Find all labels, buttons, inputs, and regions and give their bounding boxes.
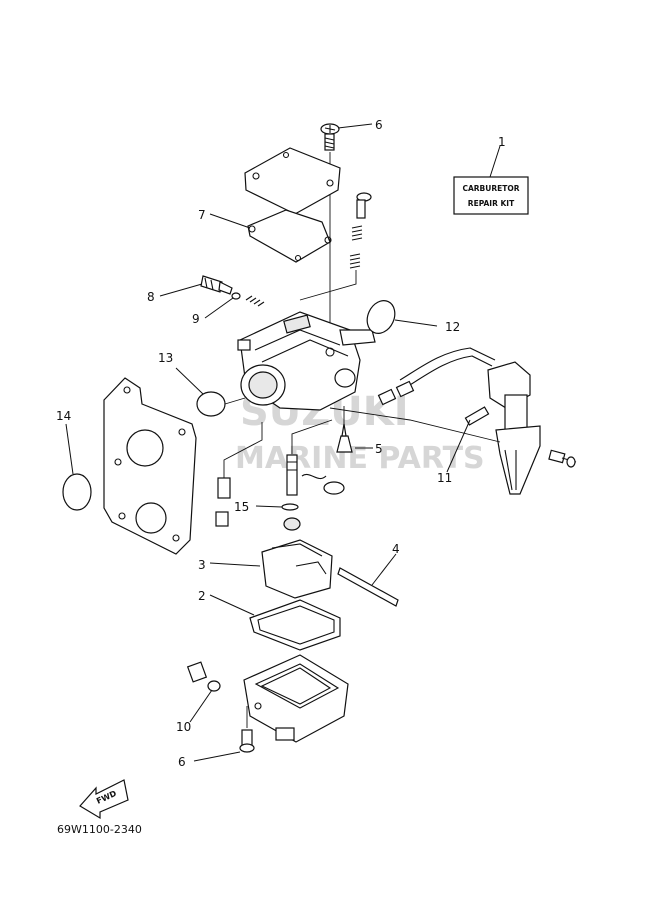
callout-6: 6 <box>375 118 383 132</box>
callout-7: 7 <box>198 208 206 222</box>
part-3-float <box>209 539 333 599</box>
callout-4: 4 <box>392 542 400 556</box>
callout-10: 10 <box>176 720 191 734</box>
carburetor-body <box>237 311 376 411</box>
part-15-o-ring <box>255 503 301 531</box>
kit-label-line1: CARBURETOR <box>462 184 519 193</box>
solenoid-screw <box>548 449 577 468</box>
part-1-repair-kit-box: CARBURETOR REPAIR KIT <box>453 145 529 215</box>
callout-15: 15 <box>234 500 249 514</box>
callout-8: 8 <box>147 290 155 304</box>
callout-1: 1 <box>498 135 506 149</box>
callout-13: 13 <box>158 351 173 365</box>
part-code: 69W1100-2340 <box>57 823 142 836</box>
part-7-cover-plate <box>209 147 341 263</box>
callout-11: 11 <box>437 471 452 485</box>
part-6-lower-screw <box>193 706 255 762</box>
pilot-screw-and-springs <box>299 192 372 301</box>
callout-9: 9 <box>192 312 200 326</box>
callout-2: 2 <box>198 589 206 603</box>
part-13-o-ring <box>175 367 246 417</box>
part-11-solenoid-assembly <box>329 347 541 495</box>
callout-labels: 1 2 3 4 5 6 7 8 9 10 11 12 13 14 15 6 <box>56 118 506 769</box>
part-12-o-ring <box>366 300 438 334</box>
part-5-needle-valve <box>336 406 373 453</box>
part-14-gasket-plate <box>62 377 197 555</box>
kit-label-line2: REPAIR KIT <box>468 199 515 208</box>
callout-14: 14 <box>56 409 71 423</box>
part-8-idle-screw <box>159 275 233 297</box>
part-2-float-chamber-gasket <box>209 594 341 651</box>
part-9-o-ring <box>204 292 265 319</box>
fwd-arrow-icon: FWD <box>79 779 129 820</box>
float-chamber <box>243 654 349 743</box>
callout-5: 5 <box>375 442 383 456</box>
callout-12: 12 <box>445 320 460 334</box>
jets-and-small-parts <box>215 419 345 527</box>
watermark-line2: MARINE PARTS <box>235 441 485 476</box>
part-10-drain-screw <box>186 661 221 723</box>
callout-3: 3 <box>198 558 206 572</box>
callout-6-lower: 6 <box>178 755 186 769</box>
part-4-pin <box>337 553 399 607</box>
